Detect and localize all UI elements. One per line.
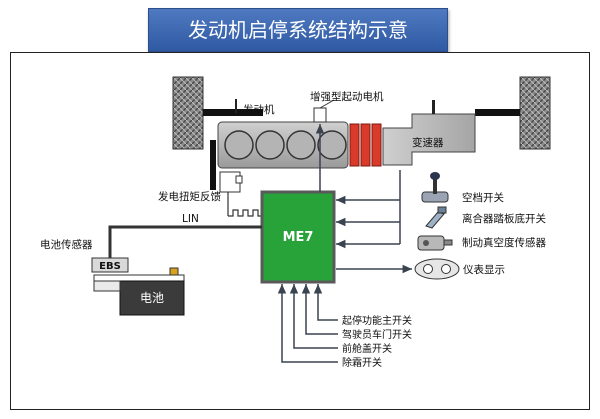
start-stop-switch-line (313, 284, 338, 321)
bottom-input-label-2: 前舱盖开关 (342, 342, 392, 355)
gearbox-label: 变速器 (412, 136, 444, 149)
right-input-label-1: 离合器踏板底开关 (462, 212, 546, 225)
gearbox-pointer (432, 100, 435, 114)
right-wheel (519, 76, 551, 150)
torque-feedback-signal (228, 209, 262, 217)
bottom-input-label-0: 起停功能主开关 (342, 314, 412, 327)
lin-label: LIN (182, 213, 199, 225)
instrument-cluster-icon (414, 258, 460, 280)
right-input-label-2: 制动真空度传感器 (462, 236, 546, 249)
starter-motor (349, 123, 382, 167)
ebs-tag: EBS (99, 261, 121, 272)
cylinder-1 (224, 130, 254, 160)
generator-terminal (235, 175, 243, 184)
drive-belt (210, 140, 216, 190)
left-wheel (172, 76, 204, 150)
gear-shift-icon (421, 172, 449, 203)
cylinder-4 (317, 130, 347, 160)
ecu-box (260, 190, 336, 284)
right-input-label-3: 仪表显示 (463, 263, 505, 276)
right-input-label-0: 空档开关 (462, 191, 504, 204)
generator-label: 发电扭矩反馈 (158, 190, 221, 203)
ebs-sensor (91, 257, 129, 273)
ecu-label: ME7 (283, 230, 314, 245)
starter-pointer (319, 99, 335, 109)
gearbox (382, 113, 476, 166)
vacuum-sensor-icon (417, 235, 453, 251)
right-axle (475, 109, 520, 116)
cylinder-2 (255, 130, 285, 160)
hood-switch-line (289, 284, 338, 349)
starter-label: 增强型起动电机 (310, 90, 384, 103)
lin-bus-line (108, 225, 262, 258)
clutch-pedal-icon (425, 206, 447, 229)
left-axle (203, 109, 263, 116)
starter-solenoid (313, 107, 327, 123)
battery-sensor-label: 电池传感器 (40, 238, 93, 251)
diagram-title: 发动机启停系统结构示意 (148, 8, 448, 52)
driver-door-switch-line (301, 284, 338, 335)
defrost-switch-line (277, 284, 338, 363)
bottom-input-label-1: 驾驶员车门开关 (342, 328, 412, 341)
battery-label: 电池 (140, 291, 164, 305)
engine-label: 发动机 (243, 103, 275, 116)
battery (93, 267, 185, 316)
cylinder-3 (286, 130, 316, 160)
bottom-input-label-3: 除霜开关 (342, 356, 382, 369)
